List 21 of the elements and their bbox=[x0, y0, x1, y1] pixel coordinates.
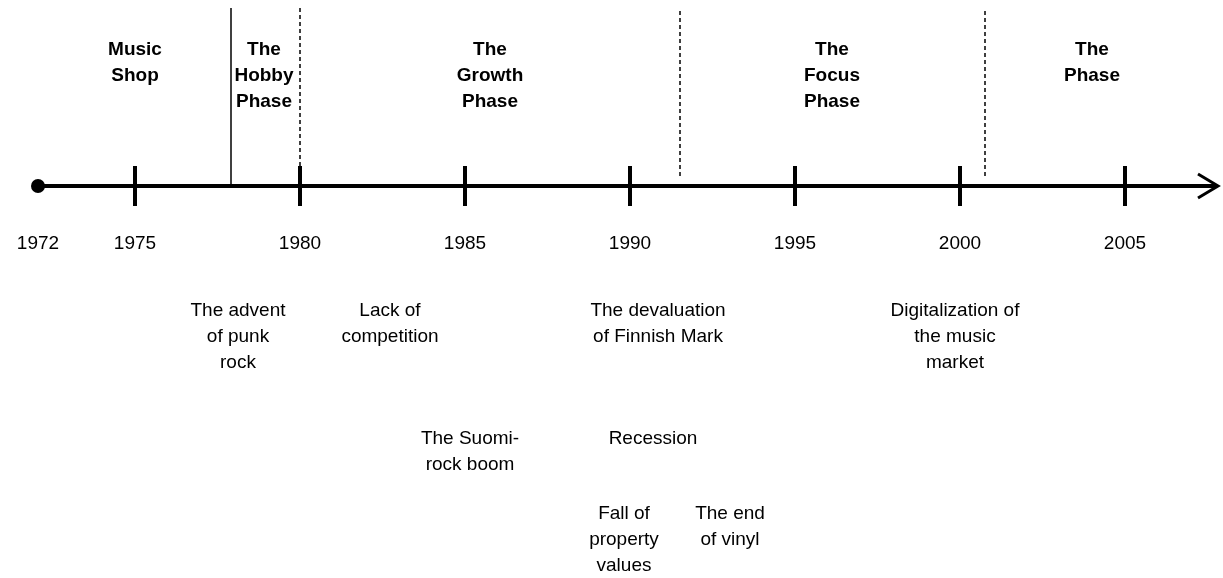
year-label: 1975 bbox=[112, 231, 158, 255]
phase-heading: The Focus Phase bbox=[803, 37, 861, 113]
year-label: 1995 bbox=[772, 231, 818, 255]
phase-heading: The Phase bbox=[1063, 37, 1121, 87]
year-label: 2005 bbox=[1102, 231, 1148, 255]
event-label: The end of vinyl bbox=[694, 501, 766, 551]
event-label: Recession bbox=[607, 426, 699, 450]
event-label: The advent of punk rock bbox=[189, 298, 287, 374]
phase-heading: The Growth Phase bbox=[455, 37, 525, 113]
event-label: Fall of property values bbox=[588, 501, 660, 577]
year-label: 1980 bbox=[277, 231, 323, 255]
event-label: Digitalization of the music market bbox=[889, 298, 1021, 374]
event-label: The devaluation of Finnish Mark bbox=[589, 298, 727, 348]
event-label: The Suomi-rock boom bbox=[419, 426, 521, 476]
phase-heading: Music Shop bbox=[107, 37, 163, 87]
event-label: Lack of competition bbox=[340, 298, 440, 348]
year-label: 1972 bbox=[15, 231, 61, 255]
phase-heading: The Hobby Phase bbox=[233, 37, 295, 113]
year-label: 1985 bbox=[442, 231, 488, 255]
year-label: 1990 bbox=[607, 231, 653, 255]
year-label: 2000 bbox=[937, 231, 983, 255]
